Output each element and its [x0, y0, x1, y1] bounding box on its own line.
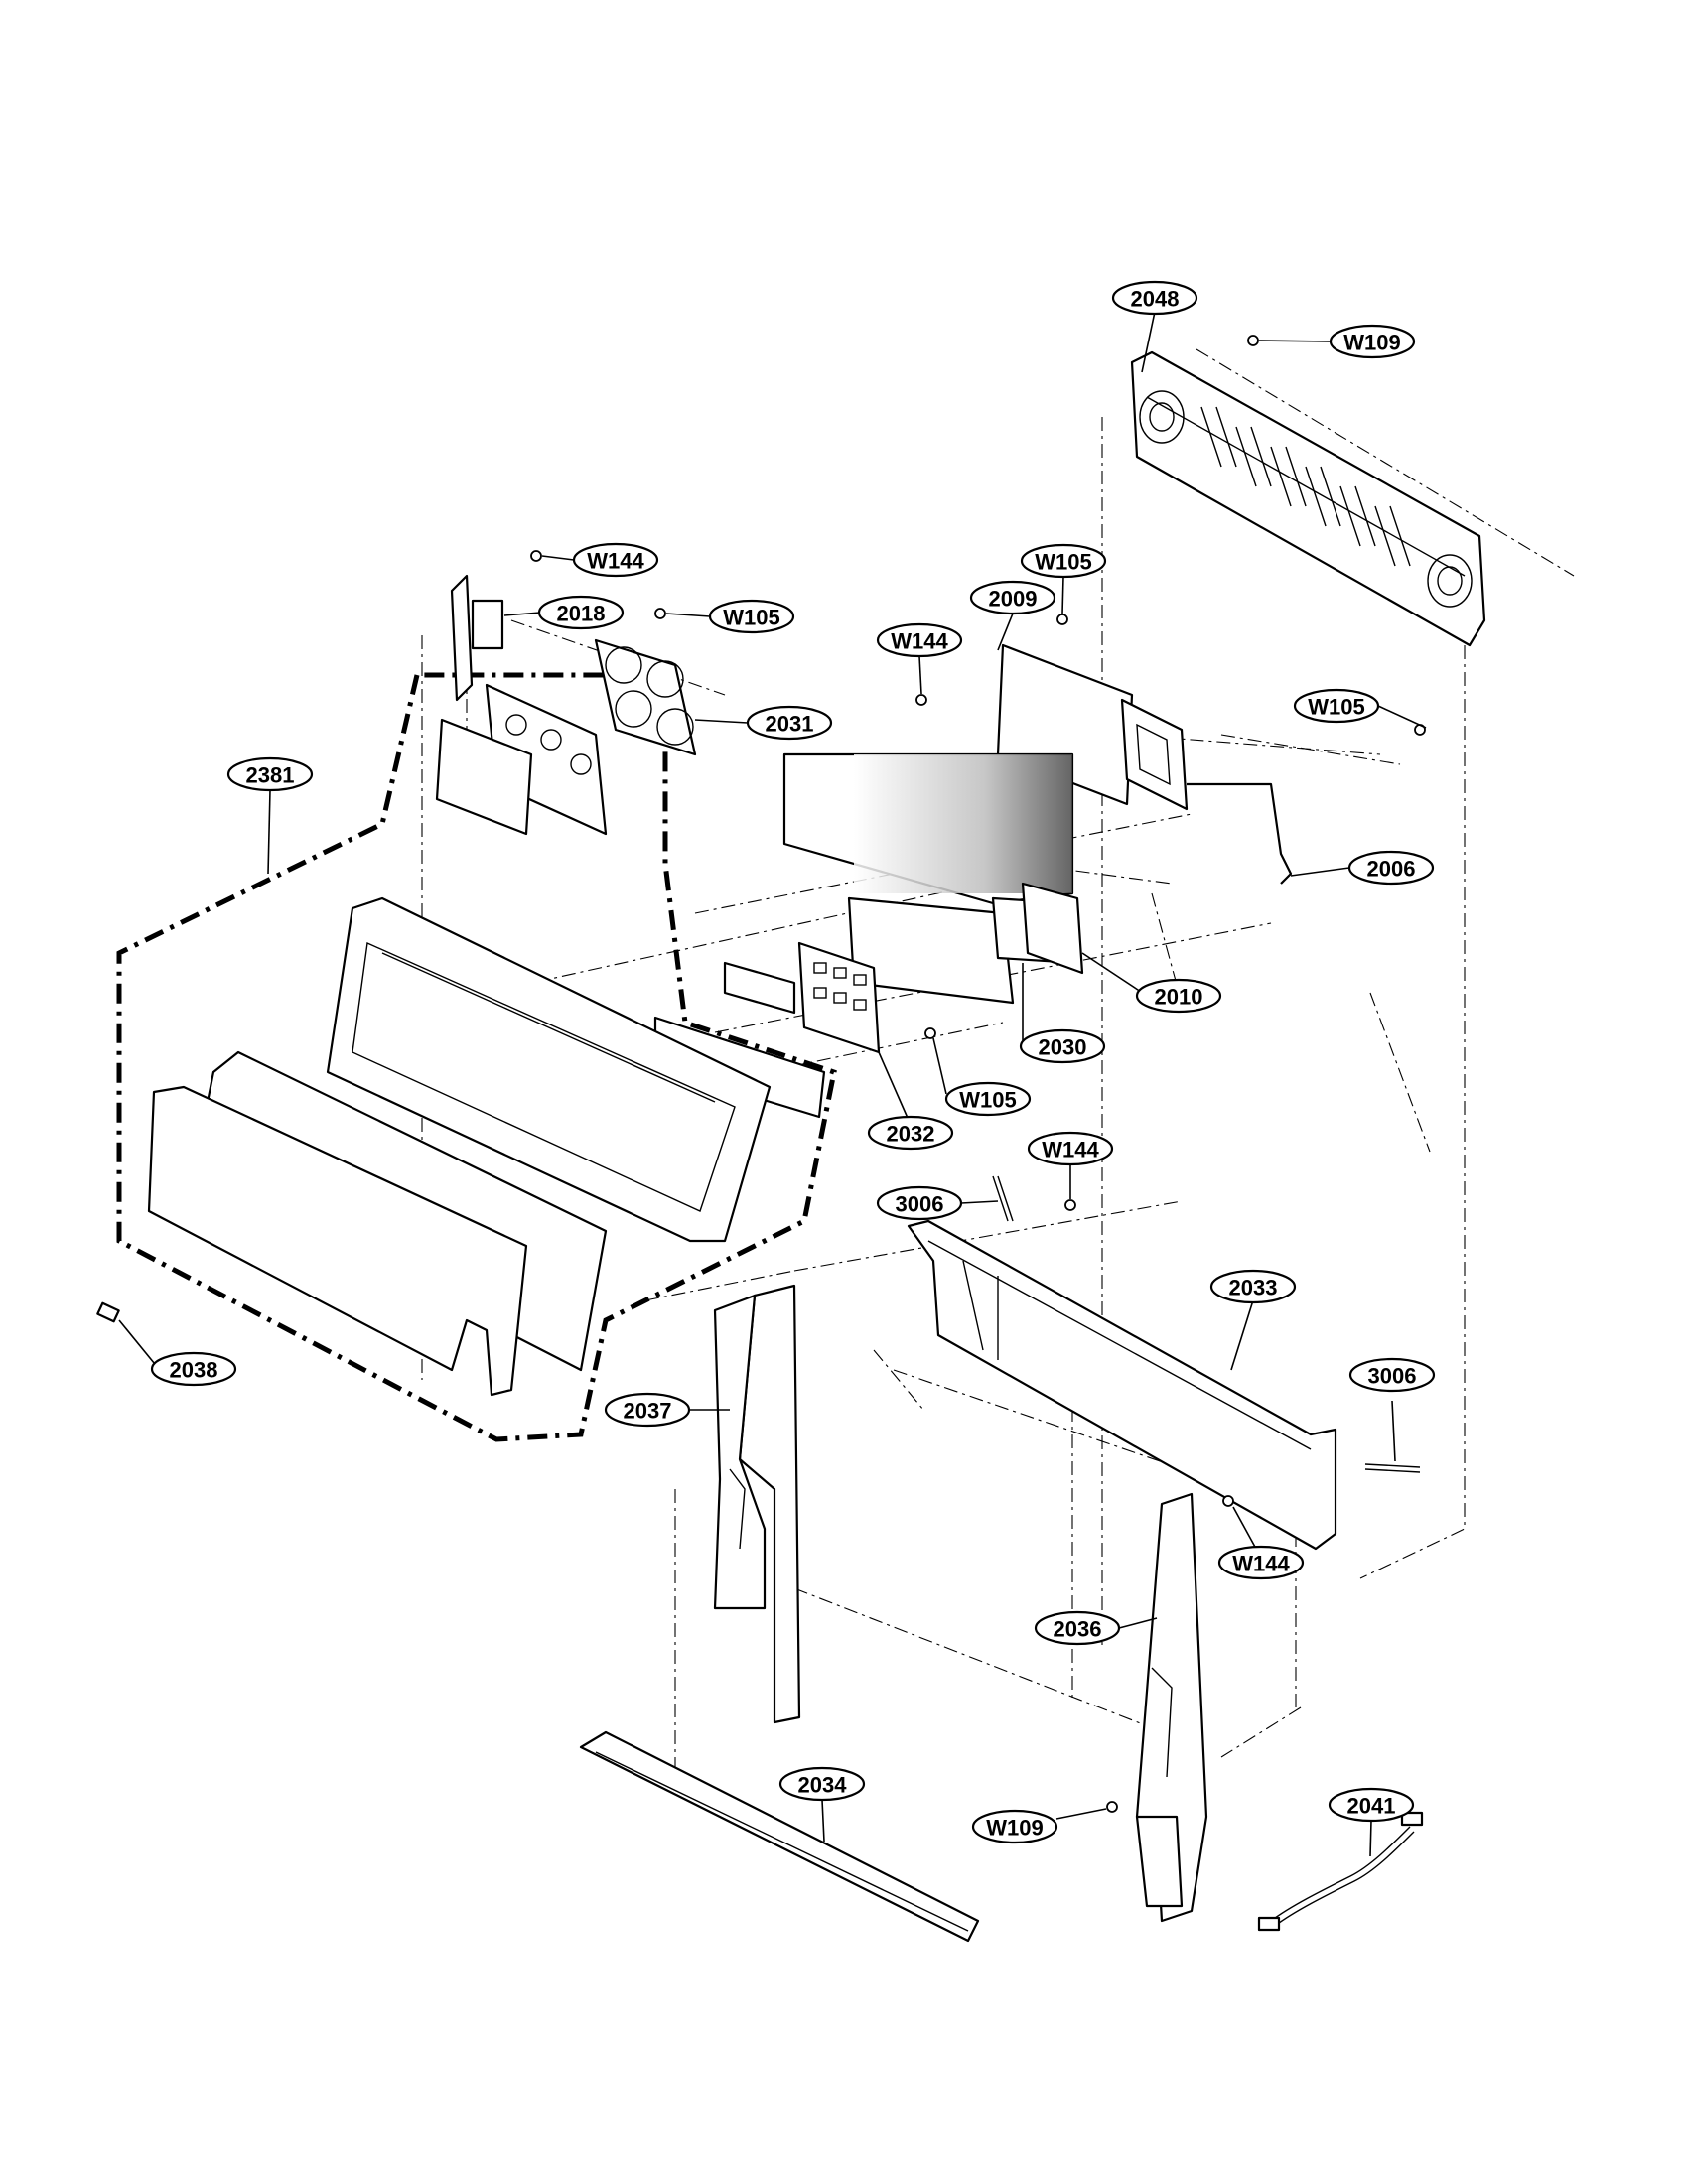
- bracket-2006: [1120, 698, 1293, 885]
- svg-text:2034: 2034: [798, 1773, 848, 1798]
- screw-icon: [1247, 335, 1259, 346]
- part-labels: 2048 W109 W144 2018 W105 W105 2009 W144: [150, 280, 1436, 1844]
- control-box-2009: [782, 643, 1134, 1005]
- svg-text:W144: W144: [891, 629, 948, 654]
- screw-icon: [1056, 614, 1068, 625]
- svg-text:2381: 2381: [246, 763, 295, 788]
- part-label-w105-upper-center: W105: [1020, 543, 1107, 579]
- part-label-2006: 2006: [1347, 850, 1435, 886]
- part-label-2038: 2038: [150, 1351, 237, 1387]
- svg-text:2032: 2032: [887, 1122, 935, 1147]
- part-label-w109-bottom: W109: [971, 1809, 1058, 1844]
- spring-3006-right: [1364, 1463, 1421, 1473]
- svg-text:2041: 2041: [1347, 1794, 1396, 1819]
- screw-icon: [1222, 1495, 1234, 1507]
- part-label-3006-upper: 3006: [876, 1185, 963, 1221]
- part-label-w144-center: W144: [876, 622, 963, 658]
- side-bracket-2037: [713, 1284, 801, 1724]
- part-label-2031: 2031: [746, 705, 833, 741]
- part-label-3006-right: 3006: [1348, 1357, 1436, 1393]
- svg-text:W105: W105: [1308, 695, 1364, 720]
- part-label-2036: 2036: [1034, 1610, 1121, 1646]
- part-label-w109-top: W109: [1329, 324, 1416, 359]
- svg-text:2009: 2009: [989, 587, 1038, 612]
- part-label-2010: 2010: [1135, 978, 1222, 1014]
- part-label-2033: 2033: [1209, 1269, 1297, 1304]
- part-label-2048: 2048: [1111, 280, 1198, 316]
- svg-text:2031: 2031: [766, 712, 814, 737]
- part-label-2030: 2030: [1019, 1028, 1106, 1064]
- part-label-w144-lower: W144: [1217, 1545, 1305, 1580]
- part-label-w105-upper-left: W105: [708, 599, 795, 634]
- part-label-2041: 2041: [1328, 1787, 1415, 1823]
- spring-3006-upper: [992, 1175, 1014, 1222]
- keypad-board-2032: [653, 941, 881, 1119]
- svg-text:2018: 2018: [557, 602, 606, 626]
- part-label-w144-middle: W144: [1027, 1131, 1114, 1166]
- svg-text:W144: W144: [587, 549, 644, 574]
- bottom-rail-2034: [579, 1730, 980, 1943]
- part-label-w144-left: W144: [572, 542, 659, 578]
- control-board-left: [435, 683, 608, 836]
- screw-icon: [1106, 1801, 1118, 1813]
- clip-2038: [96, 1301, 120, 1323]
- svg-text:W105: W105: [723, 606, 779, 630]
- svg-text:W144: W144: [1232, 1552, 1290, 1576]
- screw-icon: [654, 608, 666, 619]
- control-panel-frame: [326, 896, 772, 1243]
- frame-assembly-boundary: [116, 672, 837, 1442]
- part-label-2032: 2032: [867, 1115, 954, 1151]
- screw-icon: [1064, 1199, 1076, 1211]
- svg-text:W105: W105: [1035, 550, 1091, 575]
- svg-text:2006: 2006: [1367, 857, 1416, 882]
- part-label-w105-lower: W105: [944, 1081, 1032, 1117]
- screw-icon: [924, 1027, 936, 1039]
- svg-text:W109: W109: [1343, 331, 1400, 355]
- svg-text:2036: 2036: [1054, 1617, 1102, 1642]
- switch-2018: [450, 574, 504, 702]
- part-label-2034: 2034: [778, 1766, 866, 1802]
- knob-plate-2031: [594, 638, 697, 756]
- svg-text:3006: 3006: [896, 1192, 944, 1217]
- svg-text:2038: 2038: [170, 1358, 218, 1383]
- part-label-2381: 2381: [226, 756, 314, 792]
- part-label-2009: 2009: [969, 580, 1056, 615]
- part-label-w105-right: W105: [1293, 688, 1380, 724]
- part-label-2018: 2018: [537, 595, 625, 630]
- part-label-2037: 2037: [604, 1392, 691, 1428]
- front-trim-panel: [147, 1085, 528, 1397]
- svg-text:W144: W144: [1042, 1138, 1099, 1162]
- svg-text:3006: 3006: [1368, 1364, 1417, 1389]
- upper-rail-2033: [907, 1219, 1337, 1551]
- vent-panel-2048: [1130, 350, 1486, 647]
- svg-text:2030: 2030: [1039, 1035, 1087, 1060]
- side-bracket-2036: [1135, 1492, 1208, 1923]
- svg-text:W105: W105: [959, 1088, 1016, 1113]
- svg-text:2048: 2048: [1131, 287, 1180, 312]
- svg-text:W109: W109: [986, 1816, 1043, 1841]
- leader-lines: [118, 311, 1427, 1857]
- svg-text:2037: 2037: [624, 1399, 672, 1424]
- wire-harness-2041: [1257, 1811, 1424, 1932]
- relay-board-2010: [1021, 882, 1084, 975]
- svg-text:2033: 2033: [1229, 1276, 1278, 1300]
- screws: [530, 335, 1426, 1813]
- svg-text:2010: 2010: [1155, 985, 1203, 1010]
- screw-icon: [530, 550, 542, 562]
- screw-icon: [915, 694, 927, 706]
